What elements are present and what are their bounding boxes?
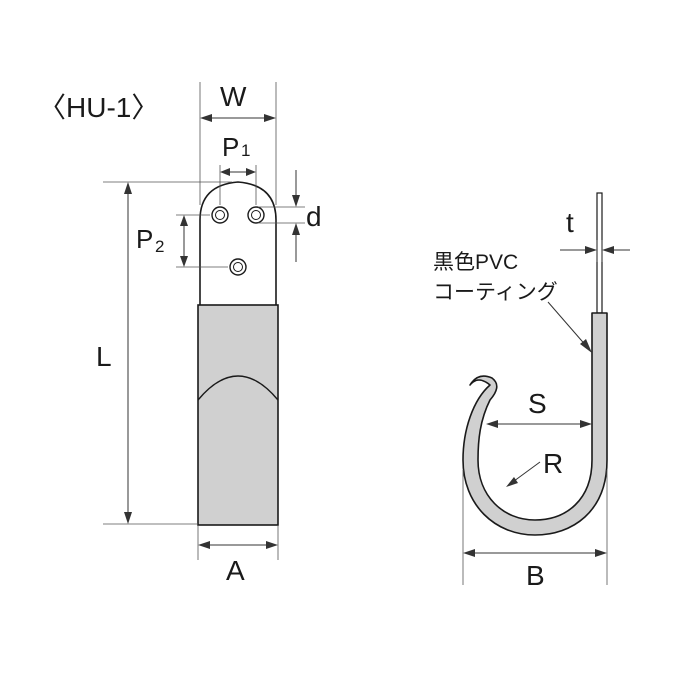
hole-left-inner [215, 210, 225, 220]
bend-curve [197, 375, 279, 401]
dimension-W: W [199, 81, 277, 205]
coated-section [197, 304, 279, 526]
arrow [124, 182, 132, 194]
arrow [246, 168, 256, 176]
label-S: S [528, 388, 547, 419]
arrow [580, 339, 592, 353]
coating-callout: 黒色PVC コーティング [433, 251, 592, 353]
dimension-P1: P 1 [219, 132, 257, 205]
label-P2: P [136, 224, 153, 254]
arrow [292, 195, 300, 207]
hole-right [247, 206, 265, 224]
arrow [200, 114, 212, 122]
label-W: W [220, 81, 247, 112]
coating-label-line2: コーティング [433, 281, 558, 304]
arrow [580, 420, 592, 428]
leader-line [547, 301, 589, 349]
j-hook-body [462, 312, 608, 536]
arrow [602, 246, 614, 254]
label-P1-sub: 1 [241, 141, 250, 160]
hole-bottom-inner [233, 262, 243, 272]
side-view: t 黒色PVC コーティング S R B [433, 192, 630, 591]
dimension-L: L [96, 181, 232, 525]
arrow [220, 168, 230, 176]
dimension-S: S [486, 388, 592, 428]
dimension-A: A [197, 526, 279, 586]
label-R: R [543, 448, 563, 479]
label-L: L [96, 341, 112, 372]
label-A: A [226, 555, 245, 586]
label-d: d [306, 201, 322, 232]
coating-label-line1: 黒色PVC [433, 251, 518, 274]
arrow [180, 256, 188, 267]
dimension-B: B [462, 470, 608, 591]
arrow [463, 549, 475, 557]
arrow [266, 541, 278, 549]
arrow [595, 549, 607, 557]
metal-strip [596, 192, 603, 314]
arrow [264, 114, 276, 122]
plate-upper [199, 181, 277, 305]
front-view: W P 1 d P [96, 81, 322, 586]
arrow [506, 477, 518, 487]
hole-left [211, 206, 229, 224]
label-B: B [526, 560, 545, 591]
arrow [486, 420, 498, 428]
label-P1: P [222, 132, 239, 162]
hole-bottom [229, 258, 247, 276]
dimension-t: t [560, 207, 630, 262]
label-P2-sub: 2 [155, 237, 164, 256]
mounting-holes [211, 206, 265, 276]
dimension-d: d [258, 170, 322, 262]
drawing-title: 〈HU-1〉 [38, 92, 159, 123]
dimension-P2: P 2 [136, 214, 228, 268]
dimension-R: R [506, 448, 563, 487]
arrow [292, 223, 300, 235]
arrow [198, 541, 210, 549]
arrow [180, 215, 188, 226]
hole-right-inner [251, 210, 261, 220]
arrow [585, 246, 597, 254]
arrow [124, 512, 132, 524]
label-t: t [566, 207, 574, 238]
